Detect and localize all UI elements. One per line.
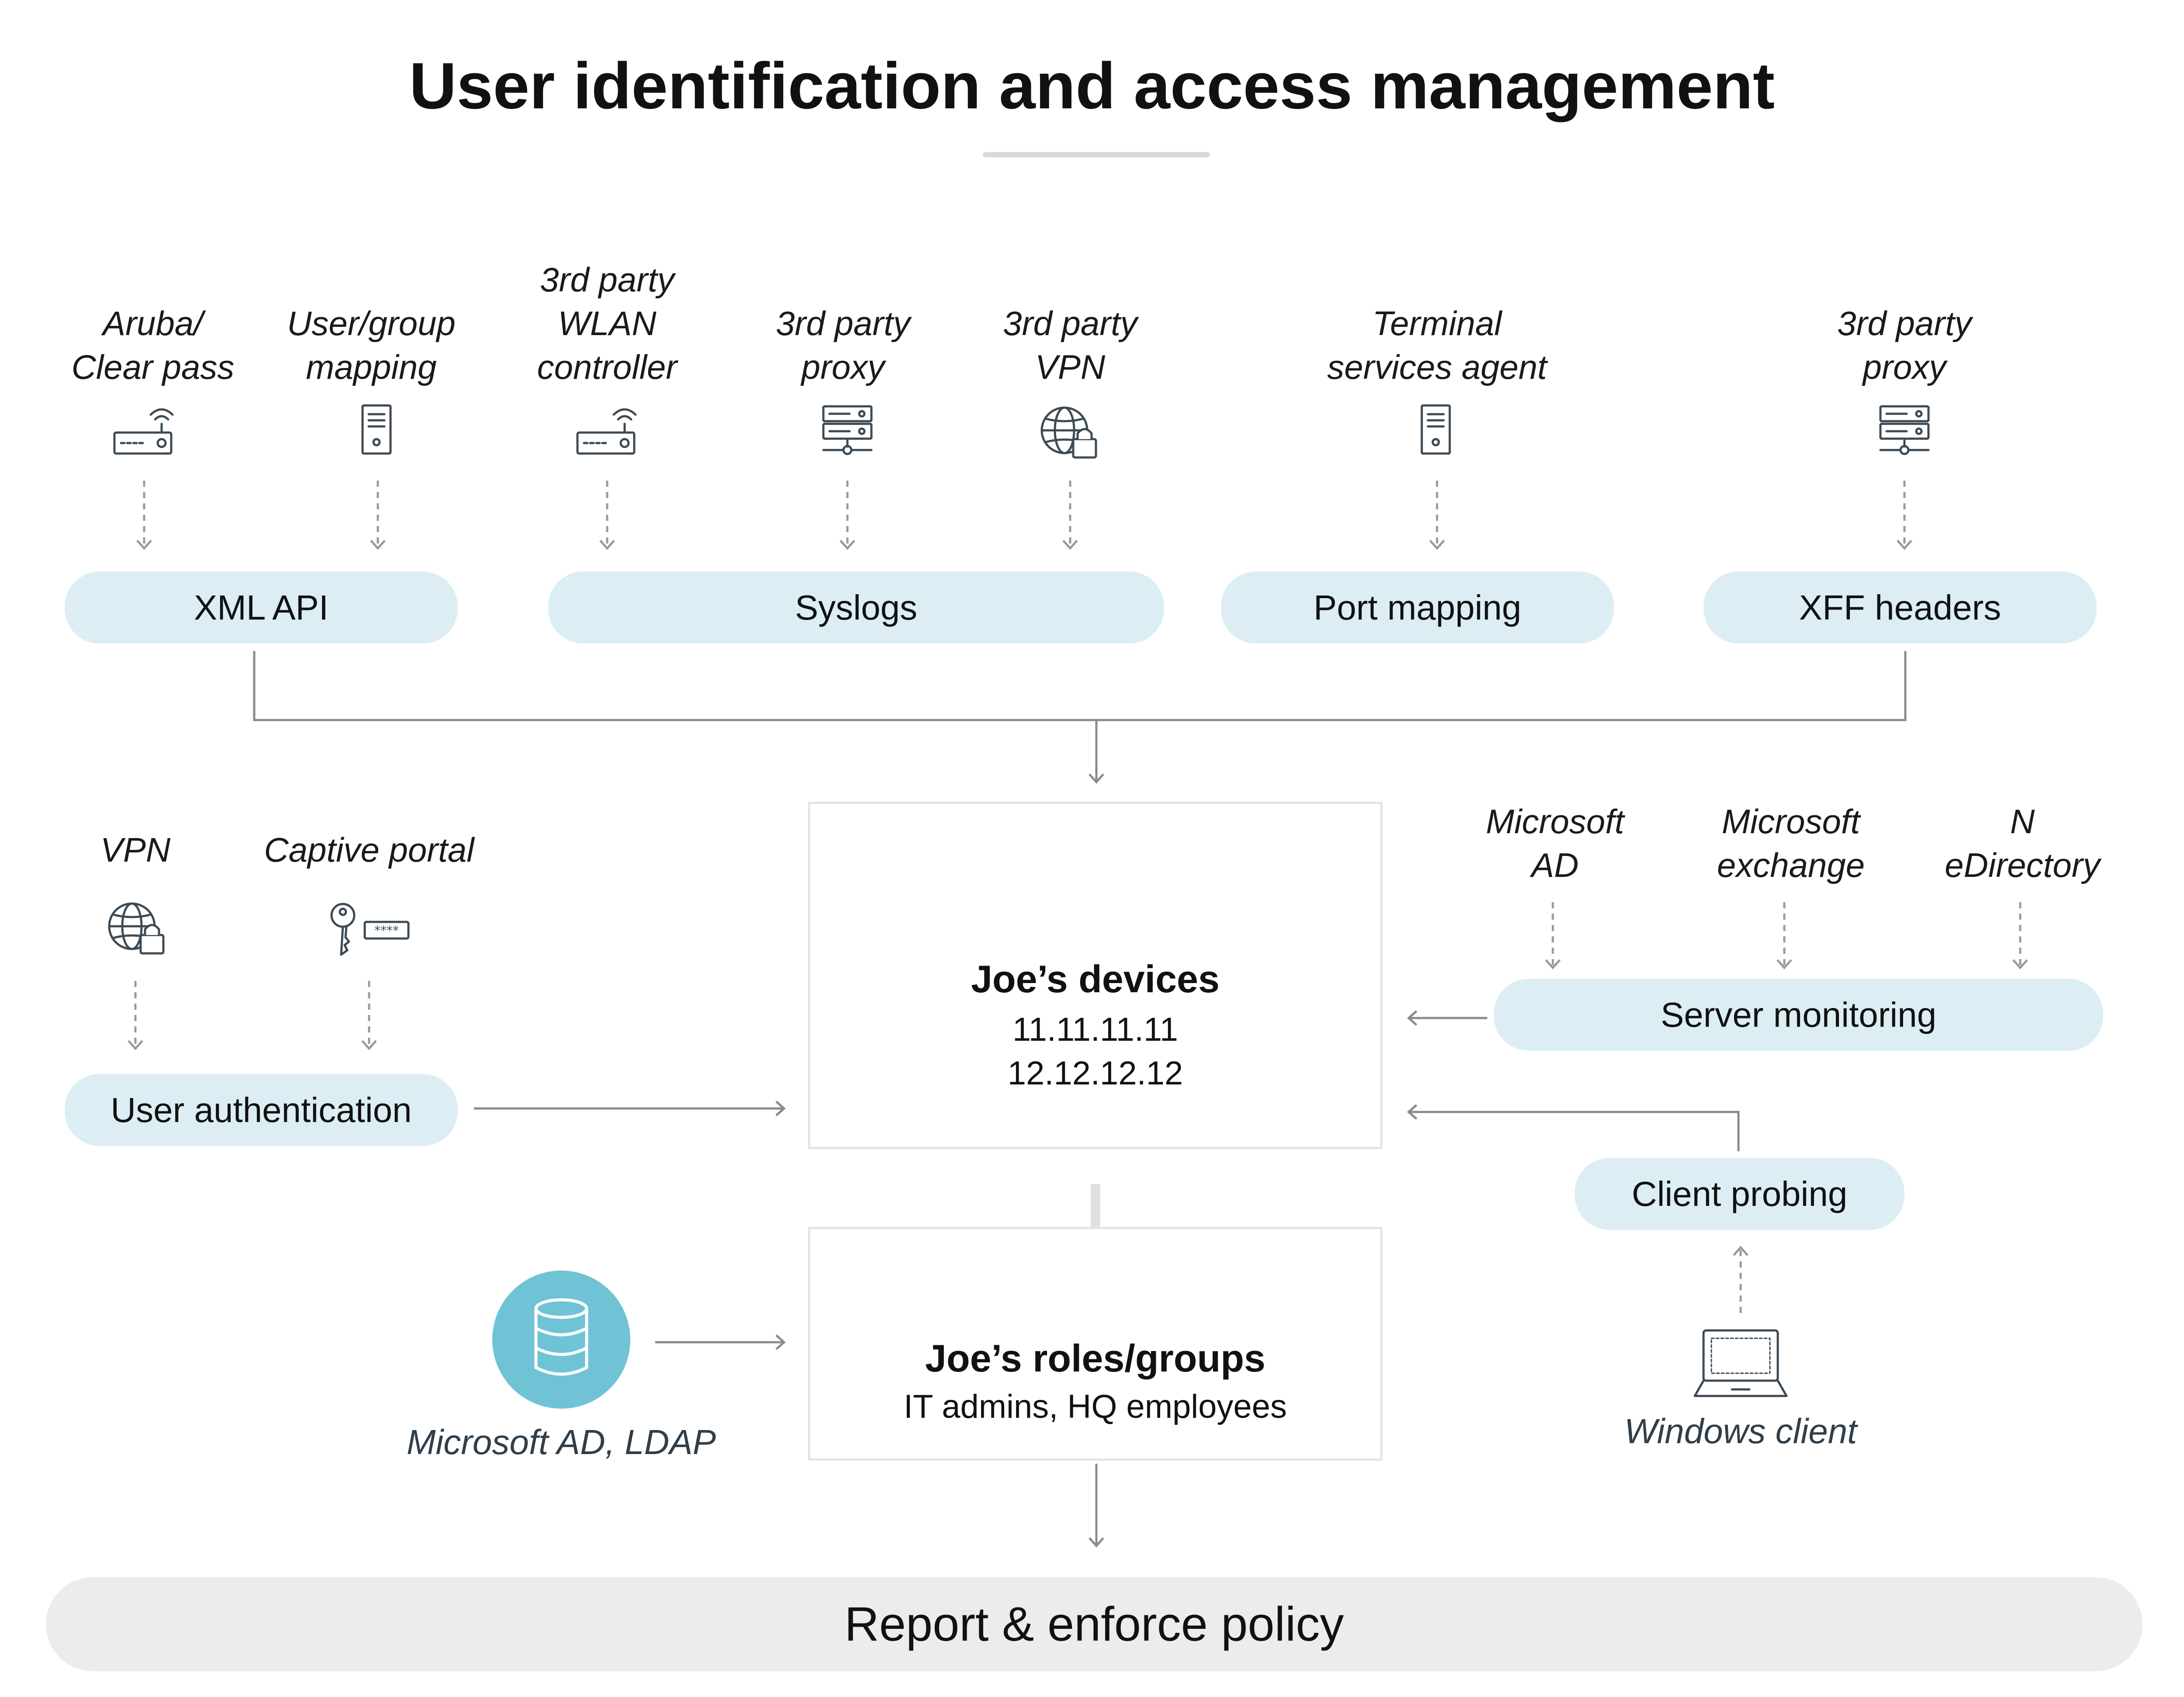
client-probing-pill: Client probing <box>1575 1158 1904 1230</box>
title-divider <box>983 152 1210 157</box>
proxy-server-icon <box>1879 405 1930 455</box>
server-tower-icon <box>361 404 392 455</box>
source-proxy-2-label: 3rd party proxy <box>1837 304 1972 386</box>
arrow-client-probing <box>1407 1104 1740 1151</box>
source-proxy-1-label: 3rd party proxy <box>776 304 910 386</box>
user-authentication-pill: User authentication <box>65 1074 458 1146</box>
xff-headers-pill: XFF headers <box>1704 571 2097 644</box>
auth-source-vpn-label: VPN <box>100 831 171 869</box>
roles-box: Joe’s roles/groups IT admins, HQ employe… <box>808 1227 1382 1461</box>
auth-source-captive-label: Captive portal <box>264 831 474 869</box>
globe-lock-icon <box>108 902 165 955</box>
devices-box: Joe’s devices 11.11.11.11 12.12.12.12 <box>808 802 1382 1149</box>
source-vpn-label: 3rd party VPN <box>1003 304 1137 386</box>
router-icon <box>576 408 637 455</box>
server-source-exchange-label: Microsoft exchange <box>1717 802 1865 884</box>
device-ip-1: 11.11.11.11 <box>1013 1011 1178 1048</box>
roles-title: Joe’s roles/groups <box>925 1337 1266 1380</box>
syslogs-pill: Syslogs <box>548 571 1164 644</box>
windows-client-label: Windows client <box>1624 1412 1857 1451</box>
port-mapping-pill: Port mapping <box>1221 571 1614 644</box>
server-source-edirectory-label: N eDirectory <box>1945 802 2100 884</box>
key-password-icon: **** <box>330 903 410 956</box>
server-monitoring-pill: Server monitoring <box>1494 979 2103 1051</box>
top-source-arrows <box>136 481 1912 550</box>
source-user-group-label: User/group mapping <box>287 304 456 386</box>
proxy-server-icon <box>822 405 873 455</box>
directory-caption: Microsoft AD, LDAP <box>406 1423 716 1461</box>
globe-lock-icon <box>1040 406 1097 459</box>
devices-title: Joe’s devices <box>971 957 1220 1001</box>
device-ip-2: 12.12.12.12 <box>1007 1055 1183 1092</box>
auth-source-arrows <box>128 981 377 1050</box>
source-aruba-label: Aruba/ Clear pass <box>71 304 235 386</box>
server-tower-icon <box>1420 404 1451 455</box>
source-terminal-label: Terminal services agent <box>1327 304 1547 386</box>
xml-api-pill: XML API <box>65 571 458 644</box>
report-enforce-bar: Report & enforce policy <box>46 1577 2143 1671</box>
source-wlan-label: 3rd party WLAN controller <box>537 260 677 386</box>
devices-roles-connector <box>1091 1184 1100 1228</box>
svg-text:****: **** <box>374 923 399 938</box>
roles-text: IT admins, HQ employees <box>903 1388 1287 1425</box>
server-source-arrows <box>1545 902 2028 970</box>
server-source-ms-ad-label: Microsoft AD <box>1486 802 1624 884</box>
database-icon <box>492 1271 630 1409</box>
page-title: User identification and access managemen… <box>409 49 1775 122</box>
merge-connector <box>253 651 1907 784</box>
router-icon <box>113 408 174 455</box>
laptop-icon <box>1693 1329 1788 1397</box>
